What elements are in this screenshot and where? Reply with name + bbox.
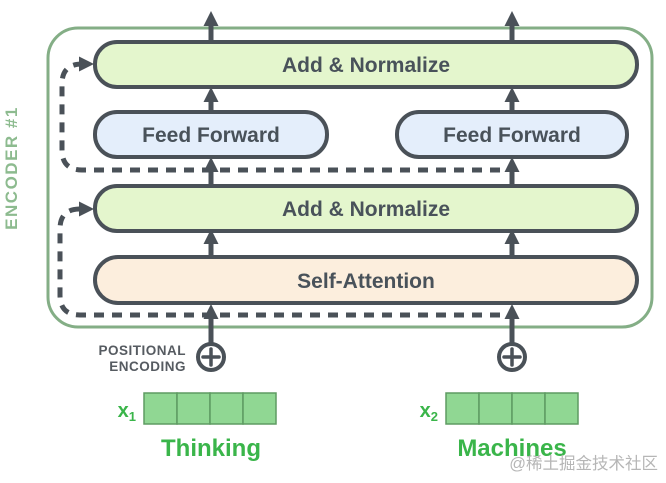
plus-circle-icon-left — [196, 342, 226, 372]
positional-encoding-label: POSITIONAL ENCODING — [98, 343, 186, 374]
word-machines: Machines — [457, 435, 566, 462]
encoder-container-outline — [46, 26, 654, 329]
add-normalize-top-label: Add & Normalize — [282, 54, 450, 77]
block-feed-forward-right: Feed Forward — [395, 110, 629, 159]
block-add-normalize-top: Add & Normalize — [93, 40, 639, 89]
vector-cell — [544, 392, 579, 425]
self-attention-label: Self-Attention — [297, 270, 435, 293]
vector-cell — [176, 392, 211, 425]
vector-cell — [511, 392, 546, 425]
vector-cell — [209, 392, 244, 425]
positional-encoding-line2: ENCODING — [109, 359, 186, 374]
add-normalize-top-pill — [93, 40, 639, 89]
encoder-label: ENCODER #1 — [2, 106, 21, 230]
word-thinking: Thinking — [161, 435, 261, 462]
x1-label: x1 — [118, 400, 136, 424]
x2-label: x2 — [420, 400, 438, 424]
feed-forward-left-label: Feed Forward — [142, 124, 280, 147]
plus-circle-icon-right — [497, 342, 527, 372]
watermark: @稀土掘金技术社区 — [509, 454, 658, 473]
feed-forward-right-label: Feed Forward — [443, 124, 581, 147]
residual-dashed-path-lower — [57, 201, 500, 318]
positional-encoding-line1: POSITIONAL — [98, 343, 186, 358]
self-attention-pill — [93, 255, 639, 305]
input-vector-x2: x2 Machines — [420, 392, 579, 462]
add-normalize-mid-label: Add & Normalize — [282, 198, 450, 221]
input-vector-x1: x1 Thinking — [118, 392, 277, 462]
block-self-attention: Self-Attention — [93, 255, 639, 305]
block-feed-forward-left: Feed Forward — [93, 110, 329, 159]
block-add-normalize-mid: Add & Normalize — [93, 184, 639, 233]
vector-cell — [478, 392, 513, 425]
residual-dashed-path-upper — [59, 56, 500, 173]
add-normalize-mid-pill — [93, 184, 639, 233]
feed-forward-left-pill — [93, 110, 329, 159]
vector-cell — [445, 392, 480, 425]
feed-forward-right-pill — [395, 110, 629, 159]
vector-cell — [143, 392, 178, 425]
vector-cell — [242, 392, 277, 425]
